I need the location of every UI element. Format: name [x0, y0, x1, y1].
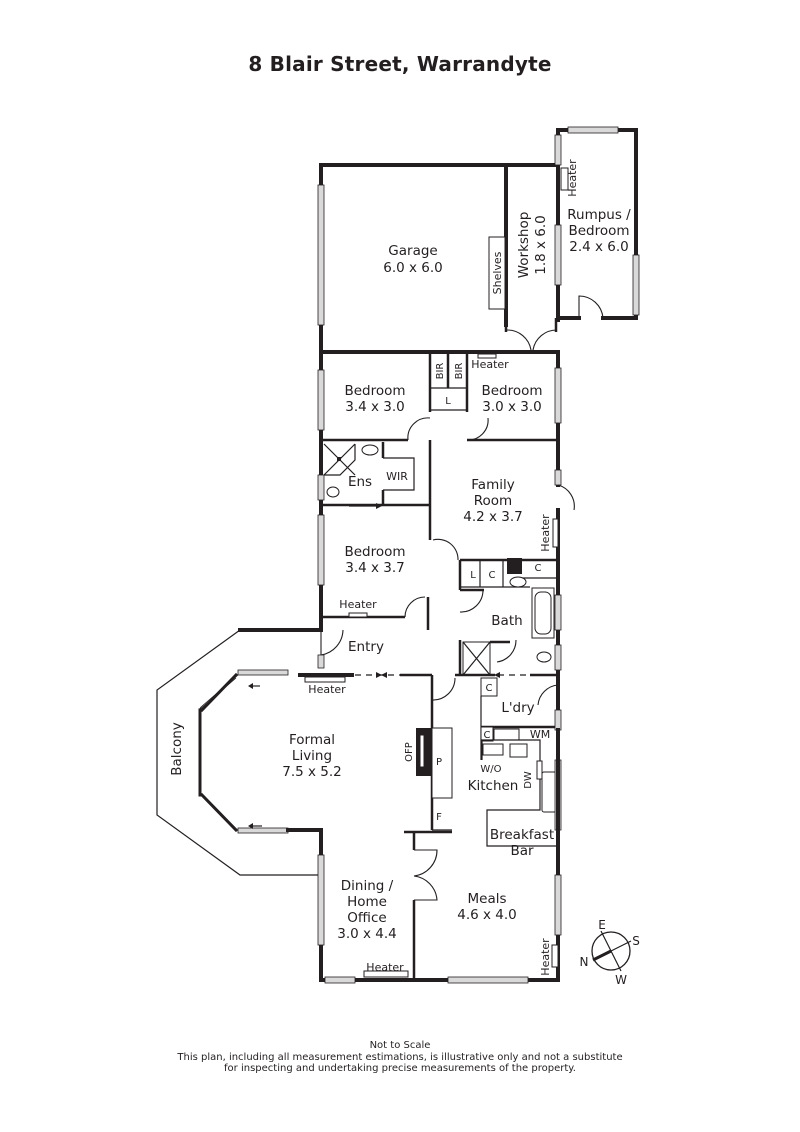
- workshop-label: Workshop: [516, 212, 532, 279]
- bedroom2-label: Bedroom: [481, 383, 542, 399]
- cupboard-label: C: [489, 570, 496, 581]
- rumpus-label-2: Bedroom: [568, 223, 629, 239]
- laundry-label: L'dry: [501, 700, 534, 716]
- heater-label: Heater: [539, 514, 552, 552]
- bath-label: Bath: [491, 613, 522, 629]
- linen-label: L: [445, 396, 451, 407]
- workshop-dims: 1.8 x 6.0: [533, 215, 549, 275]
- ensuite-label: Ens: [348, 474, 372, 490]
- not-to-scale-note: Not to Scale: [369, 1040, 431, 1051]
- compass-icon: E S N W: [580, 918, 640, 987]
- garage-label: Garage: [388, 243, 437, 259]
- formal-living-label-2: Living: [292, 748, 332, 764]
- disclaimer-line-1: This plan, including all measurement est…: [177, 1051, 623, 1063]
- heater-label: Heater: [539, 938, 552, 976]
- wir-label: WIR: [386, 470, 408, 483]
- dining-label-3: Office: [347, 910, 386, 926]
- formal-living-dims: 7.5 x 5.2: [282, 764, 342, 780]
- kitchen-label: Kitchen: [468, 778, 519, 794]
- heater-label: Heater: [339, 598, 377, 611]
- dining-dims: 3.0 x 4.4: [337, 926, 397, 942]
- compass-n: N: [580, 955, 589, 969]
- cupboard-label: C: [535, 563, 542, 574]
- garage-block: [317, 126, 640, 354]
- compass-e: E: [598, 918, 606, 932]
- family-dims: 4.2 x 3.7: [463, 509, 523, 525]
- heater-label: Heater: [566, 159, 579, 197]
- bedroom1-dims: 3.4 x 3.0: [345, 399, 405, 415]
- heater-label: Heater: [308, 683, 346, 696]
- heater-label: Heater: [366, 961, 404, 974]
- breakfast-bar-label-2: Bar: [510, 843, 534, 859]
- rumpus-dims: 2.4 x 6.0: [569, 239, 629, 255]
- bedroom3-dims: 3.4 x 3.7: [345, 560, 405, 576]
- dw-label: DW: [523, 771, 534, 789]
- ofp-label: OFP: [404, 742, 415, 762]
- dining-label: Dining /: [341, 878, 394, 894]
- breakfast-bar-label: Breakfast: [490, 827, 554, 843]
- formal-living-area: [156, 629, 453, 876]
- kitchen-meals-area: [317, 728, 562, 984]
- rumpus-label: Rumpus /: [567, 207, 631, 223]
- cupboard-label: C: [486, 683, 493, 694]
- heater-label: Heater: [471, 358, 509, 371]
- bedroom2-dims: 3.0 x 3.0: [482, 399, 542, 415]
- fridge-label: F: [436, 812, 442, 823]
- balcony-label: Balcony: [169, 722, 185, 776]
- linen-label: L: [470, 570, 476, 581]
- bedroom1-label: Bedroom: [344, 383, 405, 399]
- disclaimer-line-2: for inspecting and undertaking precise m…: [224, 1063, 576, 1074]
- entry-label: Entry: [348, 639, 384, 655]
- central-wing: [238, 538, 562, 760]
- wo-label: W/O: [480, 764, 501, 775]
- wm-label: WM: [530, 728, 550, 741]
- family-label: Family: [471, 477, 514, 493]
- page-title: 8 Blair Street, Warrandyte: [248, 52, 552, 76]
- disclaimer: Not to Scale This plan, including all me…: [0, 1040, 800, 1075]
- room-labels: Garage 6.0 x 6.0 Shelves Workshop 1.8 x …: [169, 159, 631, 976]
- bir-label: BIR: [435, 363, 446, 380]
- formal-living-label: Formal: [289, 732, 335, 748]
- garage-dims: 6.0 x 6.0: [383, 260, 443, 276]
- bir-label-2: BIR: [454, 363, 465, 380]
- family-label-2: Room: [474, 493, 512, 509]
- pantry-label: P: [436, 757, 442, 768]
- meals-dims: 4.6 x 4.0: [457, 907, 517, 923]
- compass-s: S: [632, 934, 640, 948]
- dining-label-2: Home: [347, 894, 387, 910]
- compass-w: W: [615, 973, 627, 987]
- meals-label: Meals: [467, 891, 506, 907]
- shelves-label: Shelves: [491, 251, 504, 294]
- cupboard-label: C: [484, 730, 491, 741]
- bedroom3-label: Bedroom: [344, 544, 405, 560]
